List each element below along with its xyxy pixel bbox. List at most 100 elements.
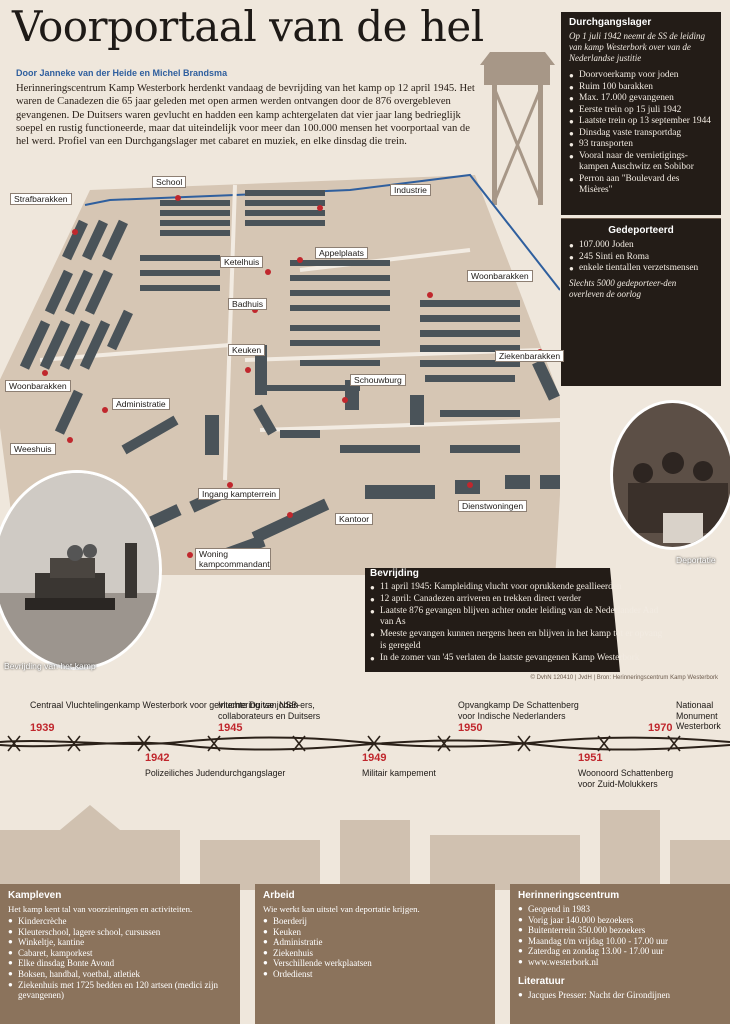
credits: © DvhN 120410 | JvdH | Bron: Herinnering… <box>530 675 718 681</box>
timeline-year-1950: 1950 <box>458 722 483 734</box>
label-kantoor: Kantoor <box>335 513 374 525</box>
kampleven-box: Kampleven Het kamp kent tal van voorzien… <box>0 884 240 1024</box>
gedeporteerd-note: Slechts 5000 gedeporteer-den overleven d… <box>569 277 677 299</box>
bevrijding-heading: Bevrijding <box>370 568 419 579</box>
gedeporteerd-box: Gedeporteerd 107.000 Joden 245 Sinti en … <box>561 218 721 358</box>
side-dark-strip <box>561 358 721 386</box>
list-item: Winkeltje, kantine <box>8 937 232 948</box>
timeline-year-1945: 1945 <box>218 722 243 734</box>
timeline-text-1949: Militair kampement <box>362 768 436 778</box>
literatuur-heading: Literatuur <box>518 975 565 987</box>
literatuur-list: Jacques Presser: Nacht der Girondijnen <box>518 990 722 1001</box>
label-administratie: Administratie <box>112 398 170 410</box>
timeline-text-1939: Centraal Vluchtelingenkamp Westerbork vo… <box>30 700 299 710</box>
caption-deportation: Deportatie <box>676 555 716 565</box>
list-item: Laatste 876 gevangen blijven achter onde… <box>370 606 665 630</box>
list-item: Vooral naar de vernietigings-kampen Ausc… <box>569 151 713 174</box>
list-item: Ruim 100 barakken <box>569 82 713 94</box>
arbeid-box: Arbeid Wie werkt kan uitstel van deporta… <box>255 884 495 1024</box>
kampleven-heading: Kampleven <box>8 890 62 901</box>
timeline-year-1939: 1939 <box>30 722 55 734</box>
bevrijding-band: Bevrijding 11 april 1945: Kampleiding vl… <box>0 560 730 672</box>
list-item: In de zomer van '45 verlaten de laatste … <box>370 653 665 665</box>
list-item: 12 april: Canadezen arriveren en trekken… <box>370 594 665 606</box>
label-appelplaats: Appelplaats <box>315 247 368 259</box>
label-badhuis: Badhuis <box>228 298 268 310</box>
list-item: Verschillende werkplaatsen <box>263 958 487 969</box>
photo-deportation <box>610 400 730 550</box>
timeline-text-1970: Nationaal Monument Westerbork <box>676 700 721 731</box>
gedeporteerd-list: 107.000 Joden 245 Sinti en Roma enkele t… <box>569 240 713 275</box>
label-ketelhuis: Ketelhuis <box>220 256 264 268</box>
arbeid-list: Boerderij Keuken Administratie Ziekenhui… <box>263 916 487 980</box>
list-item: Vorig jaar 140.000 bezoekers <box>518 915 722 926</box>
list-item: 245 Sinti en Roma <box>569 252 713 264</box>
list-item: Kindercrèche <box>8 916 232 927</box>
gedeporteerd-heading: Gedeporteerd <box>608 225 674 236</box>
list-item: 107.000 Joden <box>569 240 713 252</box>
list-item: Eerste trein op 15 juli 1942 <box>569 105 713 117</box>
list-item: www.westerbork.nl <box>518 957 722 968</box>
photo-liberation <box>0 470 162 670</box>
timeline-text-1950: Opvangkamp De Schattenberg voor Indische… <box>458 700 579 721</box>
list-item: Zaterdag en zondag 13.00 - 17.00 uur <box>518 946 722 957</box>
timeline-year-1970: 1970 <box>648 722 673 734</box>
camp-ground <box>0 175 565 580</box>
label-woning-kampcommandant: Woning kampcommandant <box>195 548 271 570</box>
list-item: Doorvoerkamp voor joden <box>569 70 713 82</box>
arbeid-heading: Arbeid <box>263 890 295 901</box>
list-item: Boksen, handbal, voetbal, atletiek <box>8 969 232 980</box>
camp-map: School Strafbarakken Industrie Appelplaa… <box>0 160 570 580</box>
list-item: Ziekenhuis <box>263 948 487 959</box>
list-item: Kleuterschool, lagere school, cursussen <box>8 927 232 938</box>
list-item: 93 transporten <box>569 139 713 151</box>
list-item: Ziekenhuis met 1725 bedden en 120 artsen… <box>8 980 232 1001</box>
list-item: Cabaret, kamporkest <box>8 948 232 959</box>
bevrijding-list: 11 april 1945: Kampleiding vlucht voor o… <box>370 582 665 665</box>
list-item: Maandag t/m vrijdag 10.00 - 17.00 uur <box>518 936 722 947</box>
camp-map-illustration <box>0 173 570 580</box>
byline: Door Janneke van der Heide en Michel Bra… <box>16 68 228 78</box>
label-weeshuis: Weeshuis <box>10 443 56 455</box>
timeline-text-1945: Internering van NSB-ers, collaborateurs … <box>218 700 321 721</box>
barracks <box>19 190 570 567</box>
timeline: Centraal Vluchtelingenkamp Westerbork vo… <box>0 690 730 810</box>
list-item: Jacques Presser: Nacht der Girondijnen <box>518 990 722 1001</box>
label-woonbarakken-right: Woonbarakken <box>467 270 533 282</box>
list-item: Meeste gevangen kunnen nergens heen en b… <box>370 629 665 653</box>
label-schouwburg: Schouwburg <box>350 374 406 386</box>
list-item: enkele tientallen verzetsmensen <box>569 263 713 275</box>
label-woonbarakken-left: Woonbarakken <box>5 380 71 392</box>
bevrijding-content: Bevrijding 11 april 1945: Kampleiding vl… <box>370 568 665 665</box>
timeline-year-1951: 1951 <box>578 752 603 764</box>
herinneringscentrum-heading: Herinneringscentrum <box>518 890 620 901</box>
herinneringscentrum-list: Geopend in 1983 Vorig jaar 140.000 bezoe… <box>518 904 722 968</box>
background-skyline <box>0 805 730 890</box>
durchgangslager-list: Doorvoerkamp voor joden Ruim 100 barakke… <box>569 70 713 197</box>
label-school: School <box>152 176 187 188</box>
list-item: Administratie <box>263 937 487 948</box>
label-ziekenbarakken: Ziekenbarakken <box>495 350 565 362</box>
label-keuken: Keuken <box>228 344 266 356</box>
label-dienstwoningen: Dienstwoningen <box>458 500 528 512</box>
intro-text: Herinneringscentrum Kamp Westerbork herd… <box>16 83 475 148</box>
timeline-year-1942: 1942 <box>145 752 170 764</box>
deportation-photo-illustration <box>613 403 730 547</box>
barbed-wire <box>0 735 730 752</box>
timeline-text-1942: Polizeiliches Judendurchgangslager <box>145 768 286 778</box>
label-industrie: Industrie <box>390 184 431 196</box>
caption-liberation: Bevrijding van het kamp <box>4 661 96 671</box>
list-item: Dinsdag vaste transportdag <box>569 128 713 140</box>
list-item: Geopend in 1983 <box>518 904 722 915</box>
list-item: Max. 17.000 gevangenen <box>569 93 713 105</box>
label-strafbarakken: Strafbarakken <box>10 193 72 205</box>
kampleven-desc: Het kamp kent tal van voorzieningen en a… <box>8 904 193 914</box>
durchgangslager-heading: Durchgangslager <box>569 17 652 28</box>
list-item: Ordedienst <box>263 969 487 980</box>
arbeid-desc: Wie werkt kan uitstel van deportatie kri… <box>263 904 420 914</box>
durchgangslager-subtitle: Op 1 juli 1942 neemt de SS de leiding va… <box>569 31 705 63</box>
herinneringscentrum-box: Herinneringscentrum Geopend in 1983 Vori… <box>510 884 730 1024</box>
list-item: Elke dinsdag Bonte Avond <box>8 958 232 969</box>
list-item: Buitenterrein 350.000 bezoekers <box>518 925 722 936</box>
watchtower-illustration <box>480 52 555 205</box>
